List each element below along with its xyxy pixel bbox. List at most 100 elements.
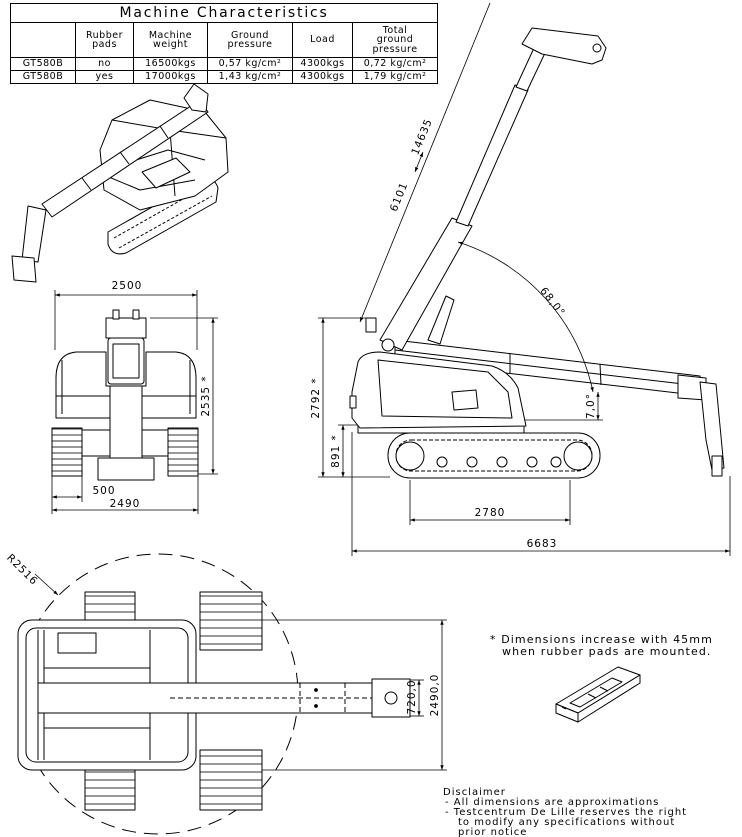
- side-idler-wheel: [395, 441, 425, 471]
- side-boom-pulley: [365, 317, 377, 333]
- side-roller: [436, 456, 448, 468]
- side-main-boom-lower: [379, 217, 473, 351]
- front-cylinder-left: [112, 309, 120, 320]
- dim-2490-top: 2490,0: [429, 674, 441, 717]
- cell-total-ground-pressure: 0,72 kg/cm²: [351, 57, 439, 71]
- side-drive-wheel: [563, 441, 593, 471]
- cell-load: 4300kgs: [292, 70, 353, 84]
- cell-load: 4300kgs: [292, 57, 353, 71]
- cell-model: GT580B: [10, 70, 76, 84]
- header-ground-pressure: Ground pressure: [207, 22, 293, 58]
- cell-ground-pressure: 0,57 kg/cm²: [207, 57, 293, 71]
- cell-ground-pressure: 1,43 kg/cm²: [207, 70, 293, 84]
- side-view-dimensions: [318, 2, 731, 556]
- front-boom-head: [105, 317, 147, 339]
- dim-boom-min: 6101: [388, 180, 411, 213]
- note-line-2: when rubber pads are mounted.: [502, 645, 712, 658]
- table-title: Machine Characteristics: [9, 3, 439, 23]
- front-body: [55, 351, 197, 419]
- iso-boom-head: [183, 83, 209, 113]
- iso-cab-window: [141, 157, 191, 189]
- note-line-1: * Dimensions increase with 45mm: [490, 633, 713, 646]
- cell-rubber-pads: yes: [75, 70, 134, 84]
- side-main-boom-upper: [515, 47, 546, 92]
- top-view-dimensions: [34, 573, 447, 771]
- table-header-row: Rubber pads Machine weight Ground pressu…: [10, 22, 439, 58]
- header-machine-weight: Machine weight: [133, 22, 208, 58]
- front-view: [51, 309, 199, 481]
- disclaimer-line: - Testcentrum De Lille reserves the righ…: [445, 807, 687, 818]
- side-boom-head: [521, 27, 607, 65]
- side-jib-hook: [711, 455, 723, 477]
- machine-characteristics-table: Machine Characteristics Rubber pads Mach…: [9, 3, 439, 84]
- dim-jib-angle: 7,0°: [585, 393, 597, 419]
- header-load: Load: [292, 22, 353, 58]
- disclaimer-title: Disclaimer: [443, 787, 506, 798]
- table-row: GT580B no 16500kgs 0,57 kg/cm² 4300kgs 0…: [10, 57, 439, 71]
- cell-model: GT580B: [10, 57, 76, 71]
- front-right-track: [167, 427, 199, 477]
- dim-boom-max: 14635: [409, 117, 435, 157]
- dim-line-r2516: [34, 573, 59, 596]
- cell-rubber-pads: no: [75, 57, 134, 71]
- disclaimer-line: prior notice: [458, 827, 527, 837]
- dim-720: 720,0: [406, 679, 418, 714]
- side-rear-light: [349, 395, 357, 409]
- iso-body: [99, 99, 229, 211]
- dim-2500: 2500: [112, 280, 143, 292]
- dim-6683: 6683: [527, 538, 558, 550]
- dim-2490: 2490: [110, 498, 141, 510]
- cell-machine-weight: 16500kgs: [133, 57, 208, 71]
- top-boom-sections: [170, 683, 374, 713]
- iso-track-links: [113, 185, 213, 249]
- dim-arc-68: [457, 241, 594, 393]
- top-boom-head-pin: [384, 691, 398, 705]
- header-model: [10, 22, 76, 58]
- top-track-upper-right: [199, 591, 263, 651]
- side-view: [349, 27, 725, 479]
- front-base-plate: [97, 457, 155, 481]
- dim-line-boom-length: [359, 2, 491, 323]
- cell-total-ground-pressure: 1,79 kg/cm²: [351, 70, 439, 84]
- top-view: [17, 553, 411, 835]
- top-boom-marker: [314, 688, 318, 692]
- side-main-boom-middle: [455, 84, 529, 227]
- top-track-lower-right: [199, 749, 263, 811]
- dim-2792: 2792 *: [310, 377, 322, 418]
- side-boom-head-pin: [592, 43, 602, 53]
- dim-891: 891 *: [330, 434, 342, 468]
- front-view-dimensions: [51, 290, 218, 514]
- table-row: GT580B yes 17000kgs 1,43 kg/cm² 4300kgs …: [10, 70, 439, 84]
- isometric-view: [11, 83, 229, 283]
- side-roller: [466, 456, 478, 468]
- dim-2535: 2535 *: [200, 375, 212, 416]
- header-rubber-pads: Rubber pads: [75, 22, 134, 58]
- boom-range-arrow: [414, 151, 424, 173]
- front-left-track: [51, 427, 83, 477]
- top-boom-marker: [314, 704, 318, 708]
- iso-boom-sections: [81, 125, 169, 191]
- iso-jib: [21, 205, 47, 263]
- side-cab-window: [451, 389, 479, 411]
- side-roller: [550, 456, 562, 468]
- side-boom-cylinder: [427, 295, 455, 345]
- front-cylinder-right: [132, 309, 140, 320]
- rubber-pad-illustration: [555, 666, 641, 723]
- cell-machine-weight: 17000kgs: [133, 70, 208, 84]
- side-boom-pivot: [381, 338, 395, 352]
- top-cab: [57, 632, 97, 654]
- dim-2780: 2780: [475, 507, 506, 519]
- header-total-ground-pressure: Total ground pressure: [351, 22, 439, 58]
- front-cab-window: [112, 343, 140, 379]
- side-roller: [526, 456, 538, 468]
- iso-hook-block: [11, 255, 37, 283]
- disclaimer-line: - All dimensions are approximations: [445, 797, 659, 808]
- dim-boom-angle: 68,0°: [537, 285, 567, 319]
- side-roller: [496, 456, 508, 468]
- side-track-inner: [395, 439, 593, 472]
- dim-swing-radius: R2516: [4, 552, 40, 588]
- table-title-row: Machine Characteristics: [9, 3, 439, 23]
- disclaimer-line: to modify any specifications without: [458, 817, 675, 828]
- dim-500: 500: [92, 485, 115, 497]
